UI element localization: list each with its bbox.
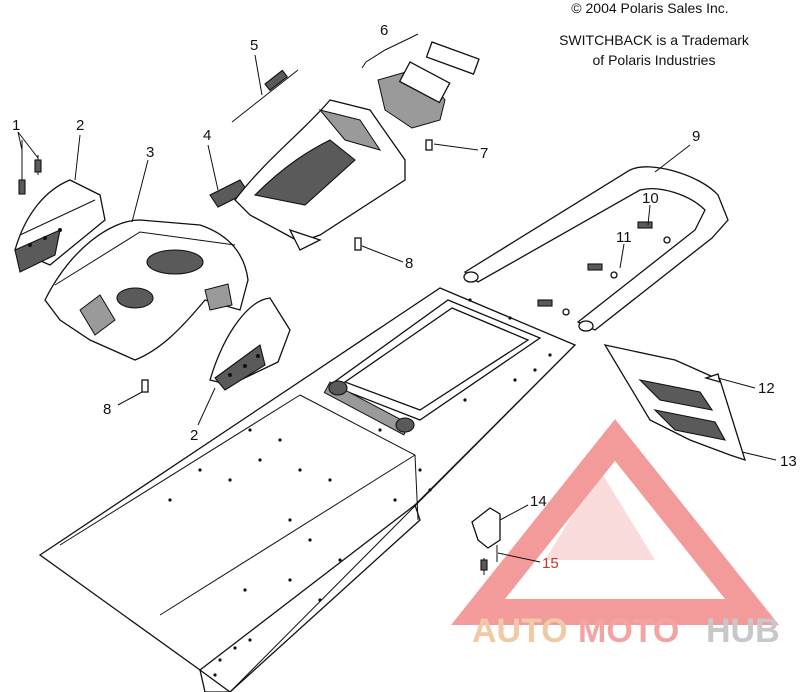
callout-9: 9 — [692, 128, 700, 145]
callout-5: 5 — [250, 37, 258, 54]
part-8-studs — [141, 237, 362, 393]
copyright-text: © 2004 Polaris Sales Inc. — [571, 0, 728, 16]
callout-4: 4 — [203, 127, 211, 144]
callout-13: 13 — [780, 453, 797, 470]
callout-6: 6 — [380, 22, 388, 39]
part-9-handle-bar — [463, 166, 729, 332]
part-6-taillight — [361, 33, 480, 129]
callout-11: 11 — [616, 229, 632, 246]
callout-7: 7 — [480, 145, 488, 162]
callout-2-top: 2 — [76, 117, 84, 134]
callout-2-bottom: 2 — [190, 427, 198, 444]
part-15-screw — [480, 545, 498, 575]
parts-10-11-hardware — [537, 221, 671, 316]
leader-lines — [17, 54, 777, 563]
seat-base — [234, 99, 406, 251]
tunnel-assembly — [38, 287, 577, 692]
watermark-word-hub: HUB — [706, 612, 780, 650]
part-13-flap — [603, 344, 746, 462]
callout-12: 12 — [758, 380, 775, 397]
watermark-wordmark: AUTO MOTO HUB — [472, 612, 780, 650]
trademark-text-line1: SWITCHBACK is a Trademark — [559, 32, 750, 48]
watermark-logo-icon — [451, 419, 779, 625]
trademark-text-line2: of Polaris Industries — [593, 52, 716, 68]
part-14-bracket — [471, 507, 501, 549]
callout-10: 10 — [642, 190, 659, 207]
callout-14: 14 — [530, 493, 547, 510]
callout-15: 15 — [542, 555, 559, 572]
watermark-word-moto: MOTO — [578, 612, 679, 650]
callout-8-left: 8 — [103, 401, 111, 418]
part-2-cap-right — [209, 297, 291, 391]
watermark-word-auto: AUTO — [472, 612, 568, 650]
part-3-housing — [44, 219, 249, 361]
part-5-shock — [231, 69, 299, 123]
callout-1: 1 — [12, 117, 20, 134]
part-7-fastener — [425, 139, 433, 151]
callout-8-right: 8 — [405, 255, 413, 272]
callout-3: 3 — [146, 144, 154, 161]
part-2-cap-left — [14, 179, 106, 273]
deck-holes — [168, 298, 552, 677]
